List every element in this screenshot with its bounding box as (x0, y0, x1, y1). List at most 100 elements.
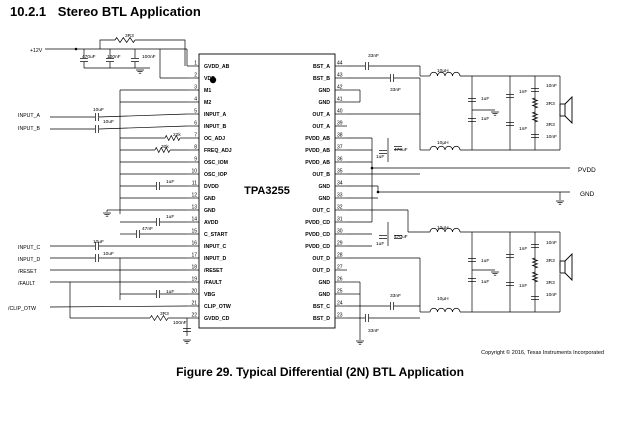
resistor (149, 314, 169, 322)
r-3r3-wire (99, 39, 115, 49)
c-100nf-c: 100nF (173, 320, 187, 326)
pin-name: INPUT_C (204, 244, 226, 250)
pin-name: INPUT_A (204, 112, 226, 118)
speaker-icon (559, 252, 573, 282)
l-10uh-b: 10µH (437, 140, 449, 146)
pin-number: 22 (191, 313, 197, 319)
pin-number: 7 (194, 133, 197, 139)
pin-name: GVDD_AB (204, 64, 230, 70)
pin-name: GND (318, 184, 330, 190)
r-3r3-bottom: 3R3 (160, 311, 169, 317)
wiring (45, 36, 570, 345)
c-1nf-b: 1nF (519, 126, 527, 132)
pvdd-label: PVDD (578, 167, 596, 174)
c-10nf-a: 10nF (546, 83, 557, 89)
c-1uf-avdd: 1uF (166, 214, 174, 220)
pin-number: 25 (337, 289, 343, 295)
r-3r3-snub-a: 3R3 (546, 101, 555, 107)
section-number: 10.2.1 (10, 4, 47, 19)
ic-pins: 1GVDD_AB2VDD3M14M25INPUT_A6INPUT_B7OC_AD… (187, 61, 347, 322)
ic-name: TPA3255 (244, 185, 290, 197)
c-47nf: 47nF (142, 226, 153, 232)
resistor (531, 257, 539, 269)
pin-number: 39 (337, 121, 343, 127)
c-33nf-a: 33nF (368, 53, 379, 59)
c-1nf-d: 1nF (519, 283, 527, 289)
c-1uf-out-d: 1uF (481, 279, 489, 285)
c-1uf-cd: 1uF (376, 241, 384, 247)
pin-name: M1 (204, 88, 211, 94)
pin-number: 36 (337, 157, 343, 163)
pin-number: 32 (337, 205, 343, 211)
c-1uf-out-c: 1uF (481, 258, 489, 264)
pin-number: 19 (191, 277, 197, 283)
pin-name: GND (204, 196, 216, 202)
c-100nf-b: 100nF (142, 54, 156, 60)
c-470uf: 470uF (82, 54, 96, 60)
wire (49, 305, 188, 308)
pin-name: AVDD (204, 220, 219, 226)
junction-dot (74, 47, 78, 51)
pin-number: 11 (192, 181, 197, 187)
figure-caption: Figure 29. Typical Differential (2N) BTL… (176, 365, 464, 379)
c-33nf-b: 33nF (390, 87, 401, 93)
c-10nf-d: 10nF (546, 292, 557, 298)
pin-name: INPUT_D (204, 256, 226, 262)
pin-number: 18 (191, 265, 197, 271)
pin-name: OSC_IOM (204, 160, 228, 166)
l-10uh-d: 10µH (437, 296, 449, 302)
pin-name: GND (318, 88, 330, 94)
pin-number: 14 (191, 217, 197, 223)
pin-name: OUT_A (312, 124, 330, 130)
junction-dot (376, 190, 380, 194)
pin-number: 3 (194, 85, 197, 91)
pin-name: GND (318, 100, 330, 106)
pin-number: 23 (337, 313, 343, 319)
pin-number: 31 (337, 217, 343, 223)
pin-name: M2 (204, 100, 211, 106)
r-3r3-wire (135, 39, 186, 66)
pin-name: GND (318, 292, 330, 298)
c-470uf-ab: 470uF (394, 147, 408, 153)
clip-otw-label: /CLIP_OTW (8, 306, 36, 312)
fault-label: /FAULT (18, 281, 36, 287)
pin-name: VBG (204, 292, 215, 298)
wire (98, 125, 188, 130)
pin-name: DVDD (204, 184, 219, 190)
pin-name: PVDD_CD (305, 244, 330, 250)
pin-name: /RESET (204, 268, 224, 274)
c-10uf-a: 10uF (93, 107, 104, 113)
resistor (531, 97, 539, 109)
c-1uf-out-a: 1uF (481, 96, 489, 102)
pin-number: 2 (194, 73, 197, 79)
pin-number: 16 (191, 241, 197, 247)
input-b-label: INPUT_B (18, 126, 40, 132)
r-3r3-snub-b: 3R3 (546, 122, 555, 128)
pin-number: 20 (191, 289, 197, 295)
input-a-label: INPUT_A (18, 113, 40, 119)
pin-name: C_START (204, 232, 228, 238)
section-heading: 10.2.1 Stereo BTL Application (10, 4, 201, 19)
pin-name: OSC_IOP (204, 172, 228, 178)
pin-number: 1 (194, 61, 197, 67)
wire (98, 113, 188, 118)
pin-name: VDD (204, 76, 215, 82)
c-33nf-c: 33nF (390, 293, 401, 299)
pin-number: 30 (337, 229, 343, 235)
pin-name: OUT_D (312, 268, 330, 274)
pin-name: BST_A (313, 64, 330, 70)
section-title: Stereo BTL Application (57, 4, 201, 19)
pin-number: 33 (337, 193, 343, 199)
copyright-notice: Copyright © 2016, Texas Instruments Inco… (481, 350, 604, 356)
r-3r3-snub-d: 3R3 (546, 280, 555, 286)
c-1nf-a: 1nF (519, 89, 527, 95)
input-d-label: INPUT_D (18, 257, 40, 263)
resistor (164, 134, 181, 142)
supply-label: +12V (30, 48, 43, 54)
pin-number: 26 (337, 277, 343, 283)
reset-label: /RESET (18, 269, 38, 275)
pin-number: 38 (337, 133, 343, 139)
r-3r3-snub-c: 3R3 (546, 258, 555, 264)
pin-name: PVDD_AB (305, 148, 330, 154)
